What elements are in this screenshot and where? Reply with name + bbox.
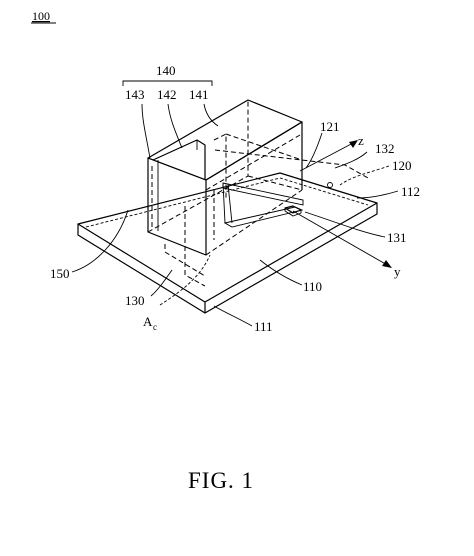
label-150: 150	[50, 266, 70, 281]
label-ac: A	[143, 314, 153, 329]
feed-line-region	[222, 182, 333, 228]
label-111: 111	[254, 319, 273, 334]
figure-number: 100	[32, 9, 50, 23]
leader-lines	[71, 103, 399, 327]
label-142: 142	[157, 87, 177, 102]
substrate-plate	[77, 172, 378, 314]
antenna-block	[147, 99, 369, 256]
label-112: 112	[401, 184, 420, 199]
label-141: 141	[189, 87, 209, 102]
label-143: 143	[125, 87, 145, 102]
label-140: 140	[156, 63, 176, 78]
hidden-radiator	[164, 206, 206, 287]
label-130: 130	[125, 293, 145, 308]
label-110: 110	[303, 279, 322, 294]
axis-y	[292, 210, 392, 268]
label-121: 121	[320, 119, 340, 134]
label-axis-y: y	[394, 264, 401, 279]
label-131: 131	[387, 230, 407, 245]
label-132: 132	[375, 141, 395, 156]
axis-z	[299, 140, 358, 172]
label-ac-subscript: c	[153, 322, 157, 332]
reference-labels: 140 143 142 141 121 z 132 120 112 131 y …	[50, 63, 420, 334]
bracket-140	[122, 80, 213, 86]
label-120: 120	[392, 158, 412, 173]
label-axis-z: z	[358, 133, 364, 148]
figure-caption: FIG. 1	[188, 468, 254, 493]
